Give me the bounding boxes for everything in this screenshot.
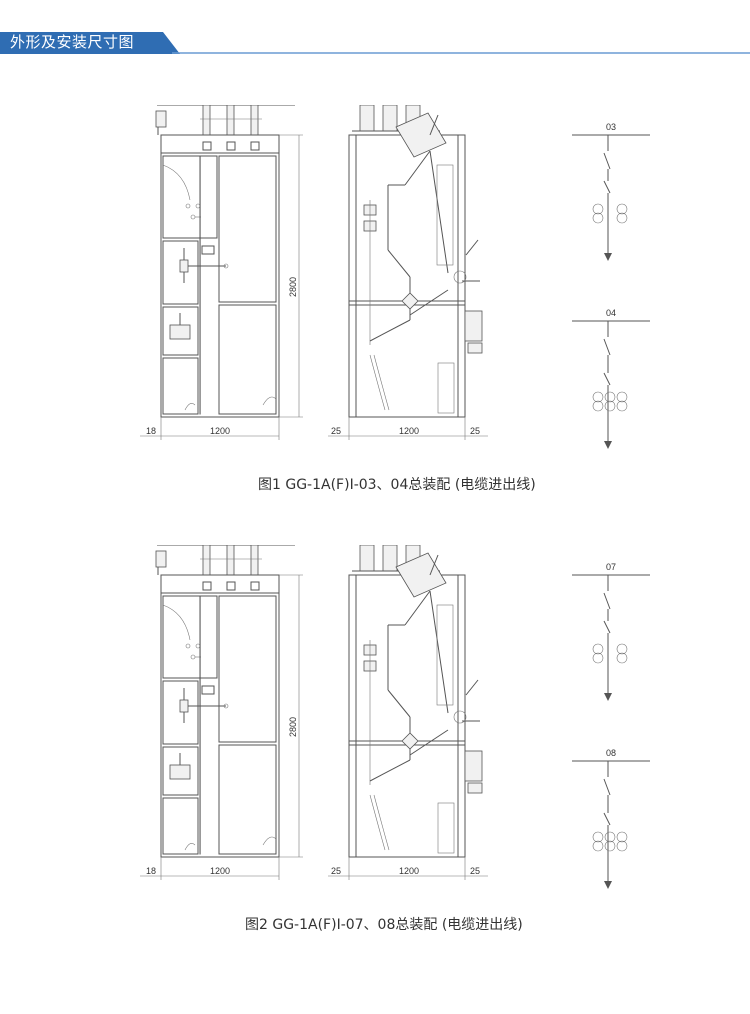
figure-1-caption: 图1 GG-1A(F)I-03、04总装配 (电缆进出线) — [258, 477, 536, 493]
single-line-diagram-upper — [572, 134, 650, 261]
figure-2-caption: 图2 GG-1A(F)I-07、08总装配 (电缆进出线) — [245, 917, 523, 933]
side-view-drawing — [328, 545, 488, 880]
side-width-dim: 1200 — [399, 866, 419, 876]
scheme-label-lower: 04 — [606, 308, 616, 318]
side-view-drawing — [328, 105, 488, 440]
single-line-diagram-lower — [572, 320, 650, 449]
front-left-dim: 18 — [146, 426, 156, 436]
scheme-label-lower: 08 — [606, 748, 616, 758]
section-title: 外形及安装尺寸图 — [10, 33, 135, 51]
figure-2: 2800 18 1200 — [0, 545, 750, 965]
front-height-dim: 2800 — [288, 277, 298, 297]
side-right-dim: 25 — [470, 426, 480, 436]
single-line-diagram-upper — [572, 574, 650, 701]
scheme-label-upper: 03 — [606, 122, 616, 132]
front-view-drawing — [140, 545, 303, 880]
side-left-dim: 25 — [331, 866, 341, 876]
front-width-dim: 1200 — [210, 426, 230, 436]
side-width-dim: 1200 — [399, 426, 419, 436]
single-line-diagram-lower — [572, 760, 650, 889]
section-header-band — [0, 32, 750, 54]
side-right-dim: 25 — [470, 866, 480, 876]
front-height-dim: 2800 — [288, 717, 298, 737]
front-left-dim: 18 — [146, 866, 156, 876]
side-left-dim: 25 — [331, 426, 341, 436]
front-view-drawing — [140, 105, 303, 440]
figure-1: 2800 18 1200 — [0, 105, 750, 525]
front-width-dim: 1200 — [210, 866, 230, 876]
scheme-label-upper: 07 — [606, 562, 616, 572]
